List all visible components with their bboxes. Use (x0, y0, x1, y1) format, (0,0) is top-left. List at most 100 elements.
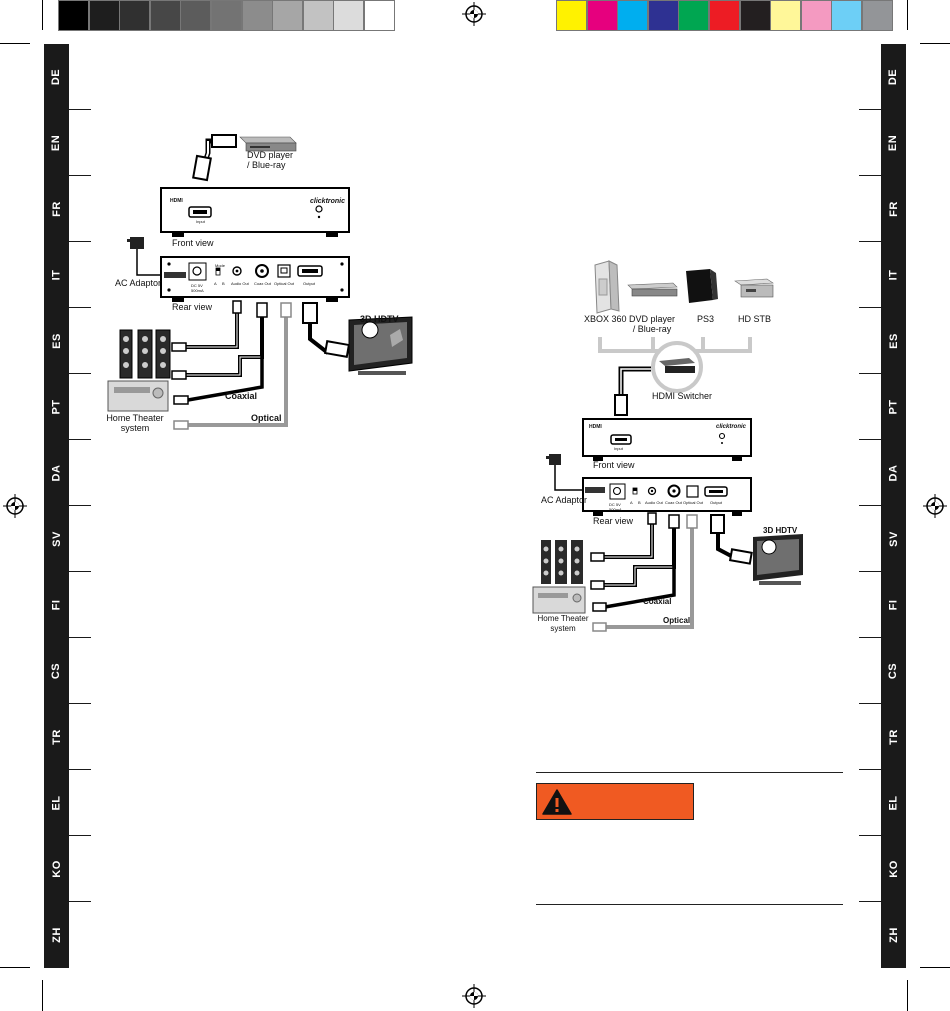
hdtv-label: 3D HDTV (360, 314, 399, 324)
language-tab-label: PT (887, 398, 900, 415)
output-port-label: Output (710, 500, 723, 505)
language-tab-it: IT (44, 242, 69, 307)
crop-mark (42, 0, 43, 30)
language-tab-de: DE (44, 44, 69, 109)
optical-label: Optical (663, 616, 691, 625)
warning-triangle-icon (542, 789, 572, 815)
dc-port-label: DC 5V 500mA (191, 283, 204, 293)
language-tab-label: SV (887, 530, 900, 547)
language-tab-divider (859, 835, 881, 836)
registration-swatch (211, 0, 242, 31)
coax-out-label: Coax Out (665, 500, 682, 505)
language-tab-divider (859, 769, 881, 770)
language-tab-divider (859, 373, 881, 374)
language-tab-divider (69, 571, 91, 572)
switch-b-label: B (222, 281, 225, 286)
language-tab-da: DA (44, 440, 69, 505)
language-tab-label: ZH (50, 926, 63, 943)
language-tab-cs: CS (881, 638, 906, 703)
language-tab-label: FI (887, 599, 900, 610)
optical-out-label: Optical Out (683, 500, 704, 505)
language-tab-it: IT (881, 242, 906, 307)
language-tab-en: EN (881, 110, 906, 175)
language-tab-label: ES (887, 332, 900, 349)
language-tab-divider (859, 241, 881, 242)
language-tab-label: FR (50, 200, 63, 217)
registration-mark-icon (3, 494, 27, 518)
registration-swatch (586, 0, 618, 31)
registration-swatch (333, 0, 365, 31)
language-tab-divider (69, 307, 91, 308)
language-tab-el: EL (881, 770, 906, 835)
language-tab-label: TR (50, 728, 63, 745)
ac-adaptor-label: AC Adaptor (115, 278, 162, 288)
warning-banner (536, 783, 694, 820)
language-tab-zh: ZH (881, 902, 906, 967)
brand-logo: clicktronic (310, 198, 346, 205)
registration-mark-icon (462, 984, 486, 1008)
language-tab-sv: SV (881, 506, 906, 571)
language-sidebar-right (881, 44, 906, 968)
hdmi-logo: HDMI (170, 198, 183, 204)
hdmi-switcher-label: HDMI Switcher (652, 391, 713, 401)
ac-adaptor-icon (546, 454, 583, 491)
optical-label: Optical (251, 413, 282, 423)
language-tab-pt: PT (44, 374, 69, 439)
language-tab-label: DA (887, 464, 900, 481)
registration-swatch (678, 0, 710, 31)
language-tab-fr: FR (881, 176, 906, 241)
language-tab-label: ES (50, 332, 63, 349)
rear-view-label: Rear view (172, 302, 213, 312)
audio-out-label: Audio Out (645, 500, 663, 505)
language-tab-label: DA (50, 464, 63, 481)
registration-mark-icon (923, 494, 947, 518)
registration-swatch (770, 0, 802, 31)
language-tab-label: KO (50, 859, 63, 878)
device-label-hd-stb: HD STB (738, 314, 772, 324)
registration-swatch (709, 0, 740, 31)
language-tab-label: TR (887, 728, 900, 745)
hdtv-label: 3D HDTV (763, 526, 798, 535)
home-theater-label: Home Theater system (106, 413, 164, 433)
dvd-player-label: DVD player / Blue-ray (247, 150, 294, 170)
hd-stb-icon (734, 278, 774, 298)
output-port-label: Output (303, 281, 316, 286)
language-tab-da: DA (881, 440, 906, 505)
home-theater-icon (532, 540, 586, 614)
registration-swatch (617, 0, 649, 31)
brand-logo: clicktronic (716, 424, 747, 430)
registration-swatch (800, 0, 832, 31)
connection-diagram-switcher (532, 260, 803, 632)
xbox-360-icon (594, 260, 620, 314)
coaxial-label: Coaxial (225, 391, 258, 401)
language-tab-divider (69, 439, 91, 440)
language-tab-tr: TR (44, 704, 69, 769)
language-tab-label: FR (887, 200, 900, 217)
registration-swatch (739, 0, 771, 31)
registration-swatch (556, 0, 587, 31)
language-tab-divider (69, 769, 91, 770)
coaxial-label: Coaxial (643, 597, 672, 606)
home-theater-label: Home Theater system (537, 614, 589, 633)
language-tab-label: IT (50, 269, 63, 280)
audio-out-label: Audio Out (231, 281, 249, 286)
language-tab-fi: FI (881, 572, 906, 637)
crop-mark (920, 43, 950, 44)
registration-swatch (58, 0, 89, 31)
warning-top-rule (536, 772, 843, 773)
input-port-label: Input (196, 219, 205, 224)
language-tab-label: FI (50, 599, 63, 610)
language-tab-cs: CS (44, 638, 69, 703)
language-tab-divider (69, 241, 91, 242)
registration-swatch (119, 0, 151, 31)
language-tab-divider (69, 109, 91, 110)
language-tab-fr: FR (44, 176, 69, 241)
language-tab-divider (859, 637, 881, 638)
language-tab-es: ES (881, 308, 906, 373)
warning-bottom-rule (536, 904, 843, 905)
language-tab-divider (69, 835, 91, 836)
language-tab-divider (859, 307, 881, 308)
language-tab-label: IT (887, 269, 900, 280)
language-tab-divider (859, 703, 881, 704)
language-tab-de: DE (881, 44, 906, 109)
